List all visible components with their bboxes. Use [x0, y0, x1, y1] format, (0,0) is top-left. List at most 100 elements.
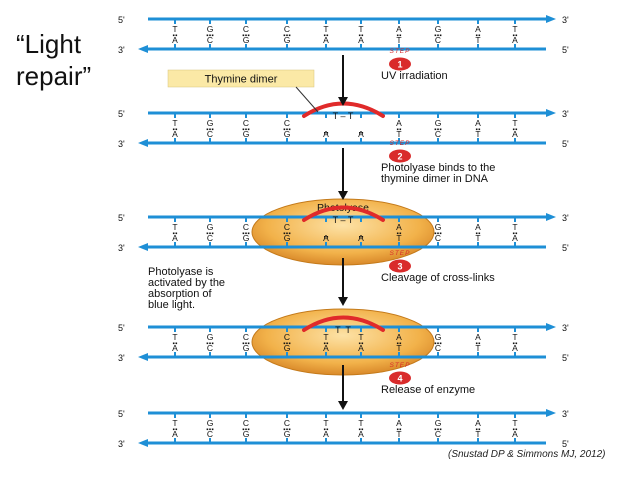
base-bottom: A	[323, 233, 329, 243]
h-bond-dot	[434, 128, 437, 131]
h-bond-dot	[396, 232, 399, 235]
step-badge	[389, 259, 411, 273]
top-backbone-arrow	[546, 323, 556, 331]
base-bottom: A	[172, 343, 178, 353]
citation: (Snustad DP & Simmons MJ, 2012)	[448, 449, 606, 460]
strand-end-3prime: 3'	[562, 323, 569, 333]
base-top: A	[396, 118, 402, 128]
h-bond-dot	[434, 34, 437, 37]
h-bond-dot	[247, 128, 250, 131]
h-bond-dot	[209, 128, 211, 131]
step-text: UV irradiation	[381, 70, 448, 82]
h-bond-dot	[286, 128, 288, 131]
base-top: C	[284, 418, 290, 428]
base-top: G	[435, 332, 442, 342]
base-top: T	[172, 418, 177, 428]
step-text: Release of enzyme	[381, 384, 475, 396]
base-bottom: G	[284, 343, 291, 353]
h-bond-dot	[211, 34, 214, 37]
step-number: 4	[397, 374, 402, 384]
h-bond-dot	[288, 34, 291, 37]
strand-end-3prime: 3'	[118, 45, 125, 55]
h-bond-dot	[175, 34, 178, 37]
base-top: A	[475, 332, 481, 342]
step-arrowhead	[338, 97, 348, 106]
h-bond-dot	[175, 342, 178, 345]
side-note-line: absorption of	[148, 288, 213, 300]
h-bond-dot	[515, 232, 518, 235]
h-bond-dot	[326, 428, 329, 431]
h-bond-dot	[245, 428, 247, 431]
base-bottom: A	[512, 35, 518, 45]
h-bond-dot	[512, 34, 515, 37]
h-bond-dot	[242, 342, 245, 345]
base-top: G	[435, 418, 442, 428]
h-bond-dot	[175, 428, 178, 431]
base-top: G	[435, 24, 442, 34]
step-badge	[389, 149, 411, 163]
h-bond-dot	[326, 342, 329, 345]
base-top: A	[475, 118, 481, 128]
callout-pointer	[295, 86, 319, 113]
base-bottom: G	[243, 35, 250, 45]
base-top: C	[284, 222, 290, 232]
h-bond-dot	[206, 128, 209, 131]
h-bond-dot	[399, 428, 402, 431]
base-bottom: A	[172, 35, 178, 45]
step-badge-word: STEP	[390, 48, 411, 55]
h-bond-dot	[396, 342, 399, 345]
side-note-line: Photolyase is	[148, 266, 214, 278]
strand-end-5prime: 5'	[118, 323, 125, 333]
strand-end-3prime: 3'	[118, 243, 125, 253]
bottom-backbone-arrow	[138, 139, 148, 147]
h-bond-dot	[439, 128, 442, 131]
base-bottom: A	[358, 429, 364, 439]
h-bond-dot	[478, 232, 481, 235]
h-bond-dot	[399, 34, 402, 37]
h-bond-dot	[361, 428, 364, 431]
h-bond-dot	[434, 428, 437, 431]
h-bond-dot	[172, 342, 175, 345]
step-arrowhead	[338, 297, 348, 306]
base-top: A	[396, 332, 402, 342]
h-bond-dot	[439, 34, 442, 37]
base-bottom: A	[512, 129, 518, 139]
base-bottom: A	[323, 35, 329, 45]
h-bond-dot	[515, 34, 518, 37]
strand-end-3prime: 3'	[118, 139, 125, 149]
base-bottom: A	[323, 429, 329, 439]
h-bond-dot	[286, 342, 288, 345]
h-bond-dot	[172, 428, 175, 431]
base-bottom: A	[172, 429, 178, 439]
h-bond-dot	[399, 128, 402, 131]
h-bond-dot	[478, 428, 481, 431]
base-top: A	[396, 418, 402, 428]
base-bottom: G	[284, 129, 291, 139]
step-number: 3	[397, 262, 402, 272]
h-bond-dot	[396, 128, 399, 131]
base-bottom: T	[396, 233, 401, 243]
base-top: T	[323, 418, 328, 428]
callout-box	[167, 69, 315, 88]
h-bond-dot	[283, 342, 286, 345]
base-bottom: G	[284, 35, 291, 45]
strand-end-5prime: 5'	[118, 213, 125, 223]
h-bond-dot	[437, 342, 439, 345]
base-top: T	[512, 118, 517, 128]
h-bond-dot	[175, 128, 178, 131]
base-top: C	[284, 332, 290, 342]
base-bottom: T	[396, 343, 401, 353]
base-bottom: C	[207, 35, 213, 45]
h-bond-dot	[283, 128, 286, 131]
h-bond-dot	[439, 232, 442, 235]
base-bottom: T	[475, 35, 480, 45]
bottom-backbone-arrow	[138, 439, 148, 447]
h-bond-dot	[206, 342, 209, 345]
thymine-dimer-label: Thymine dimer	[205, 74, 278, 86]
bottom-backbone-arrow	[138, 243, 148, 251]
base-top: G	[207, 118, 214, 128]
